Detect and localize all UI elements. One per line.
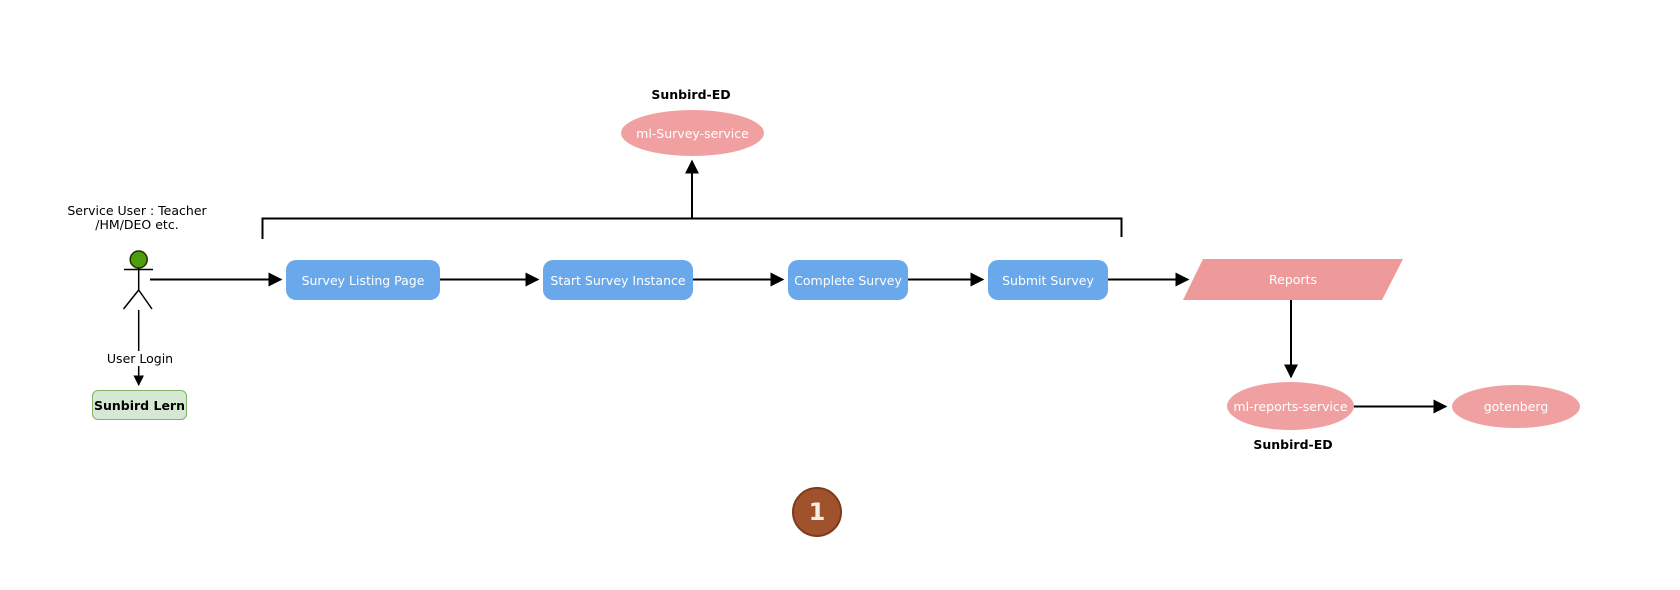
process-group-bracket	[261, 217, 1123, 239]
node-sunbird-lern: Sunbird Lern	[92, 390, 187, 420]
actor-label: Service User : Teacher /HM/DEO etc.	[67, 204, 206, 231]
label-sunbird-ed-bottom: Sunbird-ED	[1253, 437, 1333, 452]
actor-label-line2: /HM/DEO etc.	[95, 216, 179, 232]
actor-leg-right	[138, 289, 153, 310]
step-marker-1: 1	[792, 487, 842, 537]
node-survey-listing-page: Survey Listing Page	[286, 260, 440, 300]
node-submit-survey: Submit Survey	[988, 260, 1108, 300]
actor-leg-left	[122, 289, 140, 310]
node-ml-reports-service: ml-reports-service	[1227, 382, 1354, 430]
node-complete-survey: Complete Survey	[788, 260, 908, 300]
node-reports: Reports	[1183, 259, 1403, 300]
actor-label-line1: Service User : Teacher	[67, 203, 207, 218]
label-sunbird-ed-top: Sunbird-ED	[651, 87, 731, 102]
service-user-actor	[122, 250, 153, 310]
node-gotenberg: gotenberg	[1452, 385, 1580, 428]
user-login-edge-label: User Login	[103, 351, 177, 366]
actor-head	[129, 250, 148, 269]
node-start-survey-instance: Start Survey Instance	[543, 260, 693, 300]
node-ml-survey-service: ml-Survey-service	[621, 110, 764, 156]
